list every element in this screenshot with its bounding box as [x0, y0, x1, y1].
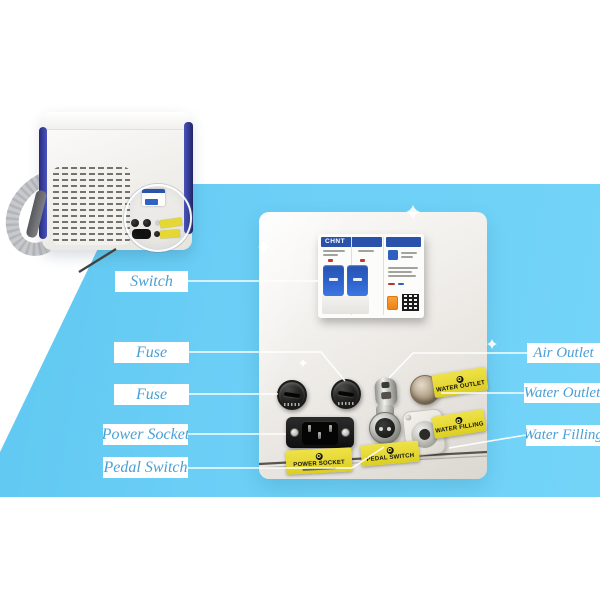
breaker-label-text — [388, 267, 418, 269]
breaker-indicator — [328, 259, 333, 262]
rear-panel: CHNT — [259, 212, 489, 479]
sticker-logo-badge — [385, 446, 394, 454]
breaker-spec-text — [323, 254, 338, 256]
fuse-2 — [331, 379, 361, 409]
socket-prong — [308, 425, 311, 432]
socket-screw — [290, 428, 299, 437]
callout-label-power-socket: Power Socket — [103, 424, 188, 445]
breaker-spec-text — [358, 250, 374, 252]
fuse-1 — [277, 380, 307, 410]
callout-label-pedal-switch: Pedal Switch — [103, 457, 188, 478]
breaker-brand-logo: CHNT — [325, 238, 346, 245]
air-outlet-slot — [380, 391, 392, 400]
fuse-markings — [338, 402, 354, 405]
air-outlet-slot — [381, 381, 390, 389]
sticker-text: PEDAL SWITCH — [366, 452, 415, 463]
pedal-switch-connector — [369, 412, 401, 444]
breaker-toggle-right — [347, 265, 368, 296]
callout-label-switch: Switch — [115, 271, 188, 292]
breaker-test-button — [388, 250, 398, 260]
callout-label-fuse-2: Fuse — [114, 384, 189, 405]
callout-label-air-outlet: Air Outlet — [527, 343, 600, 363]
breaker-mark — [388, 283, 395, 285]
fuse-slot — [337, 390, 355, 398]
pedal-connector-face — [375, 418, 395, 438]
trip-button — [387, 296, 398, 310]
magnifier-circle — [124, 184, 192, 252]
breaker-spec-text — [323, 250, 345, 252]
device-top-face — [42, 112, 192, 130]
air-outlet-connector — [374, 377, 398, 408]
circuit-breaker: CHNT — [318, 234, 424, 318]
breaker-label-text — [388, 275, 416, 277]
breaker-label-text — [388, 271, 412, 273]
socket-recess — [302, 421, 338, 445]
socket-prong — [329, 425, 332, 432]
callout-label-water-outlet: Water Outlet — [524, 383, 600, 403]
hose — [5, 171, 53, 256]
sticker-subtext — [302, 466, 337, 471]
sticker-water-outlet: WATER OUTLET — [431, 366, 489, 399]
connector-pin — [379, 427, 383, 431]
water-filling-hole — [418, 428, 431, 441]
breaker-toggle-left — [323, 265, 344, 296]
fuse-slot — [283, 391, 301, 399]
callout-label-water-filling: Water Filling — [526, 425, 600, 446]
callout-label-fuse-1: Fuse — [114, 342, 189, 363]
breaker-base — [322, 296, 369, 314]
device-left-trim — [39, 127, 47, 239]
breaker-header-right — [386, 237, 421, 247]
breaker-indicator — [360, 259, 365, 262]
sticker-water-filling: WATER FILLING — [431, 409, 487, 439]
sticker-logo-badge — [315, 452, 323, 460]
sticker-logo-badge — [454, 416, 463, 425]
plate-screw — [405, 414, 412, 421]
power-socket-inlet — [286, 417, 354, 448]
qr-code — [402, 294, 419, 311]
sticker-power-socket: POWER SOCKET — [285, 447, 353, 475]
fuse-markings — [284, 403, 300, 406]
pedal-connector-top — [376, 405, 394, 417]
sticker-pedal-switch: PEDAL SWITCH — [360, 440, 420, 467]
socket-screw — [341, 428, 350, 437]
vent-grille — [53, 167, 130, 245]
breaker-mark — [398, 283, 404, 285]
socket-prong — [318, 432, 321, 439]
device-photo — [0, 0, 220, 280]
sticker-text: POWER SOCKET — [293, 459, 346, 468]
connector-pin — [387, 427, 391, 431]
device-right-trim — [184, 122, 193, 234]
breaker-seam — [383, 237, 384, 315]
breaker-label-text — [401, 252, 417, 254]
breaker-label-text — [401, 256, 413, 258]
sticker-logo-badge — [455, 375, 464, 384]
